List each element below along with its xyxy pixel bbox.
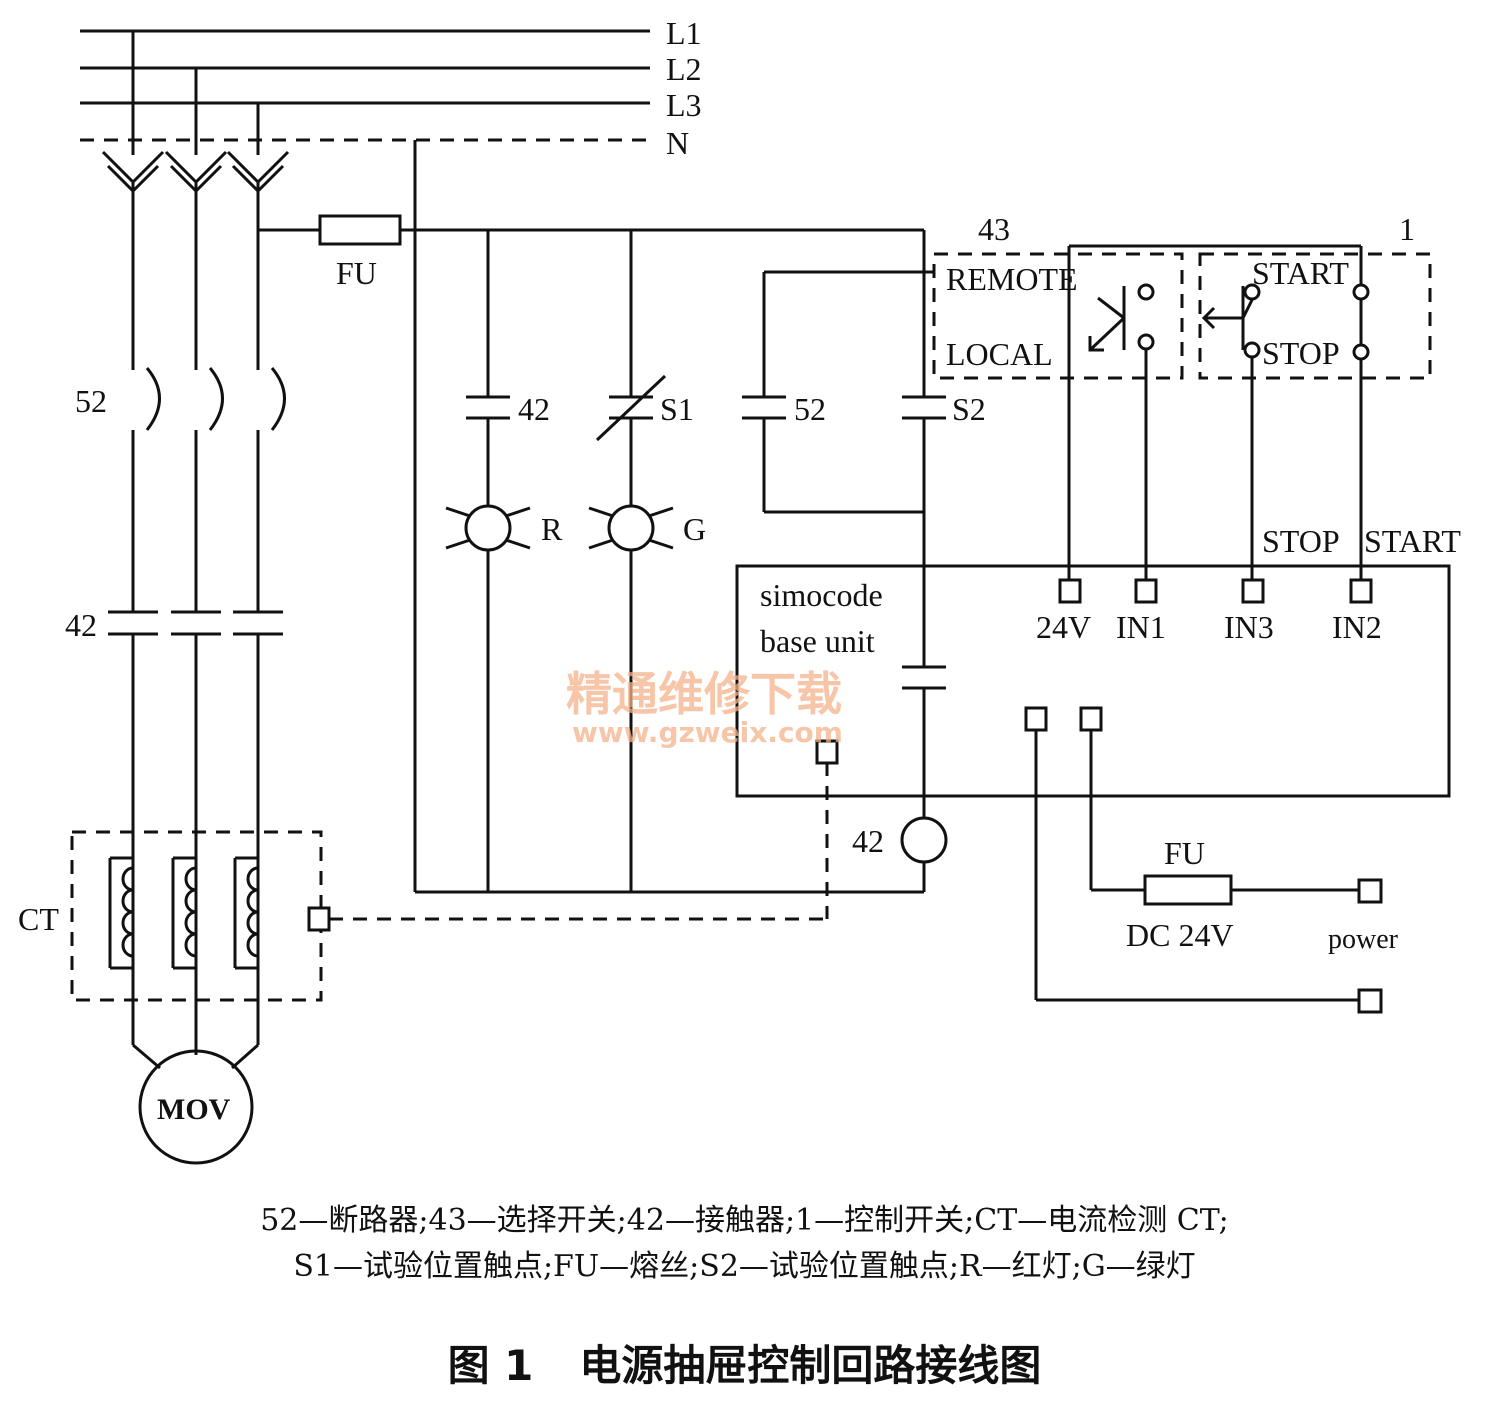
phase-conductors: [101, 31, 290, 1070]
watermark-url: www.gzweix.com: [572, 716, 843, 749]
caption-line-2: S1—试验位置触点;FU—熔丝;S2—试验位置触点;R—红灯;G—绿灯: [293, 1249, 1196, 1284]
dc-power-wiring: [1034, 730, 1383, 1014]
selector-switch-43: [932, 244, 1361, 580]
coil-42-label: 42: [852, 823, 884, 859]
switch-1-number: 1: [1399, 211, 1415, 247]
contact-s2-label: S2: [952, 391, 986, 427]
dc-24v-label: DC 24V: [1126, 917, 1234, 953]
contact-52-label: 52: [794, 391, 826, 427]
simocode-stop-label: STOP: [1262, 523, 1340, 559]
fuse-dc-label: FU: [1164, 835, 1205, 871]
bus-label-l3: L3: [666, 87, 702, 123]
ct-label: CT: [18, 901, 59, 937]
contact-s1-label: S1: [660, 391, 694, 427]
power-label: power: [1328, 924, 1399, 955]
simocode-title-1: simocode: [760, 577, 883, 613]
fuse-main-label: FU: [336, 255, 377, 291]
switch-43-remote: REMOTE: [946, 261, 1078, 297]
terminal-in2: IN2: [1332, 609, 1382, 645]
bus-lines: [80, 29, 650, 142]
motor-symbol: [138, 1049, 254, 1165]
lamp-red-label: R: [541, 511, 563, 547]
bus-label-n: N: [666, 125, 689, 161]
legend-caption: 52—断路器;43—选择开关;42—接触器;1—控制开关;CT—电流检测 CT;…: [0, 1198, 1489, 1290]
figure-title: 图 1 电源抽屉控制回路接线图: [0, 1332, 1489, 1393]
lamp-green-label: G: [683, 511, 706, 547]
switch-1-stop: STOP: [1262, 335, 1340, 371]
contact-42-label: 42: [518, 391, 550, 427]
simocode-start-label: START: [1364, 523, 1461, 559]
caption-line-1: 52—断路器;43—选择开关;42—接触器;1—控制开关;CT—电流检测 CT;: [260, 1203, 1229, 1238]
terminal-in3: IN3: [1224, 609, 1274, 645]
contactor-label: 42: [65, 607, 97, 643]
switch-1-start: START: [1252, 255, 1349, 291]
ct-block: [70, 830, 331, 1002]
switch-43-number: 43: [978, 211, 1010, 247]
bus-label-l1: L1: [666, 15, 702, 51]
breaker-label: 52: [75, 383, 107, 419]
bus-label-l2: L2: [666, 51, 702, 87]
switch-43-local: LOCAL: [946, 336, 1053, 372]
terminal-24v: 24V: [1036, 609, 1091, 645]
figure-number: 图 1: [447, 1341, 534, 1390]
simocode-title-2: base unit: [760, 623, 875, 659]
terminal-in1: IN1: [1116, 609, 1166, 645]
simocode-unit: [735, 564, 1451, 798]
watermark-text: 精通维修下载: [566, 667, 842, 721]
motor-label: MOV: [157, 1093, 231, 1126]
figure-title-text: 电源抽屉控制回路接线图: [579, 1341, 1042, 1390]
control-switch-1: [1198, 246, 1432, 580]
